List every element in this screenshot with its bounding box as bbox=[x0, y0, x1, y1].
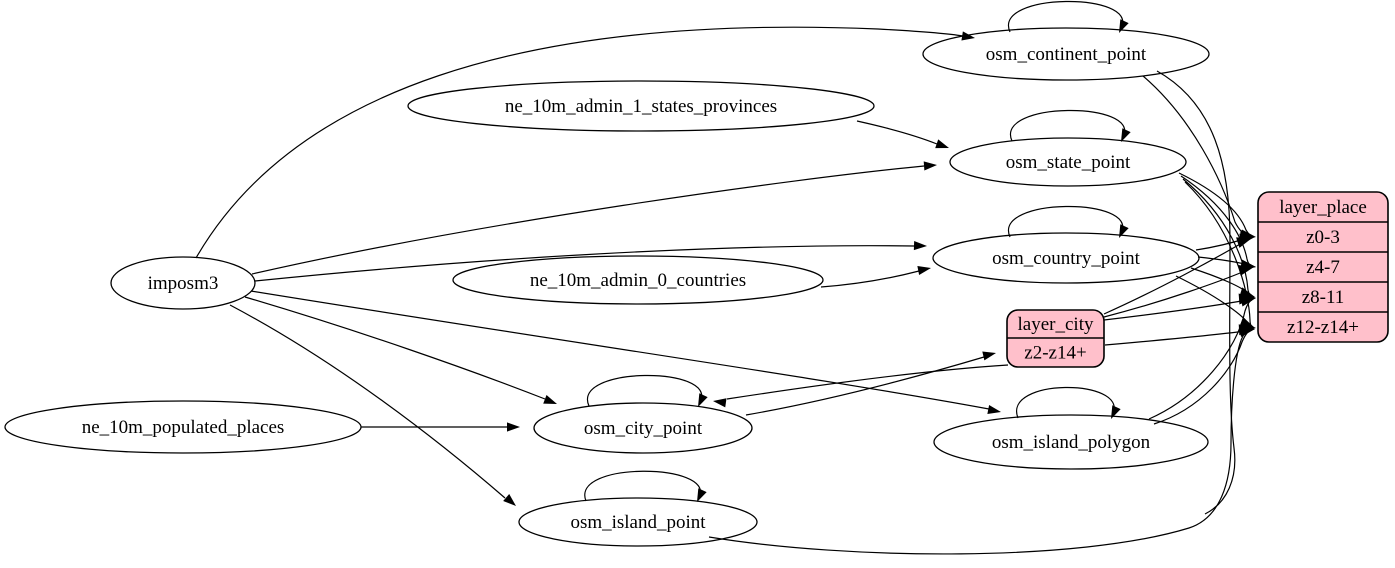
node-osm_city_point bbox=[533, 402, 753, 454]
edge-imposm3--osm_continent_point bbox=[195, 26, 964, 259]
record-row-layer_place-z8-11: z8-11 bbox=[1302, 287, 1345, 308]
arrowhead-layer_place.z0-3 bbox=[1236, 237, 1252, 248]
node-label-osm_island_point: osm_island_point bbox=[570, 512, 706, 533]
node-label-osm_continent_point: osm_continent_point bbox=[986, 44, 1147, 65]
edge-layer_city--layer_place.z12-z14+ bbox=[1104, 330, 1247, 346]
edge-layer_city--layer_place.z0-3 bbox=[1103, 242, 1243, 315]
edge-layer_city--osm_city_point bbox=[726, 364, 1009, 400]
node-osm_island_polygon bbox=[933, 414, 1209, 470]
edge-osm_island_polygon--layer_place.z8-11 bbox=[1148, 299, 1253, 420]
self-loop-arrowhead-osm_island_point bbox=[697, 488, 707, 502]
arrowhead-osm_island_point bbox=[503, 493, 516, 506]
node-osm_state_point bbox=[949, 137, 1187, 187]
edge-osm_island_point--layer_place.z12-z14+ bbox=[708, 329, 1252, 555]
self-loop-arrowhead-osm_island_polygon bbox=[1111, 405, 1121, 419]
node-label-ne_10m_admin_0_countries: ne_10m_admin_0_countries bbox=[530, 270, 746, 291]
arrowhead-osm_country_point bbox=[917, 265, 931, 275]
arrowhead-osm_city_point bbox=[507, 422, 520, 432]
node-osm_continent_point bbox=[922, 27, 1210, 81]
arrowhead-layer_place.z12-z14+ bbox=[1239, 325, 1255, 337]
node-label-ne_10m_admin_1_states_provinces: ne_10m_admin_1_states_provinces bbox=[505, 96, 777, 117]
arrowhead-osm_island_polygon bbox=[987, 405, 1001, 415]
arrowhead-osm_continent_point bbox=[961, 31, 975, 41]
edge-osm_city_point--layer_city.z2-z14+ bbox=[745, 356, 985, 416]
self-loop-osm_city_point bbox=[586, 374, 703, 407]
self-loop-osm_continent_point bbox=[1007, 0, 1124, 33]
node-shapes bbox=[4, 27, 1389, 547]
self-loop-arrowhead-osm_country_point bbox=[1119, 224, 1129, 238]
edge-imposm3--osm_city_point bbox=[244, 296, 546, 400]
record-row-layer_place-z4-7: z4-7 bbox=[1306, 257, 1340, 278]
edge-osm_continent_point--layer_place.z12-z14+ bbox=[1156, 70, 1236, 515]
edges bbox=[195, 0, 1256, 555]
record-header-layer_place: layer_place bbox=[1279, 197, 1367, 218]
node-labels: imposm3 ne_10m_populated_places ne_10m_adm… bbox=[82, 44, 1367, 533]
node-ne_10m_admin_1_states_provinces bbox=[407, 80, 875, 132]
node-label-imposm3: imposm3 bbox=[148, 273, 219, 294]
arrowhead-osm_city_point bbox=[713, 398, 727, 408]
edge-ne_10m_admin_1_states_provinces--osm_state_point bbox=[856, 120, 938, 145]
edge-layer_city--layer_place.z4-7 bbox=[1103, 270, 1246, 318]
arrowhead-layer_city.z2-z14+ bbox=[982, 351, 996, 361]
node-label-osm_island_polygon: osm_island_polygon bbox=[992, 432, 1151, 453]
node-osm_country_point bbox=[932, 232, 1200, 284]
record-row-layer_city-z2-z14+: z2-z14+ bbox=[1024, 343, 1086, 364]
node-label-osm_state_point: osm_state_point bbox=[1006, 152, 1131, 173]
edge-imposm3--osm_island_polygon bbox=[250, 290, 990, 410]
self-loop-osm_state_point bbox=[1009, 109, 1126, 142]
self-loop-osm_country_point bbox=[1007, 205, 1124, 238]
self-loop-arrowhead-osm_continent_point bbox=[1119, 19, 1129, 33]
arrowhead-osm_state_point bbox=[935, 139, 949, 149]
record-layer_place bbox=[1257, 191, 1389, 343]
node-label-ne_10m_populated_places: ne_10m_populated_places bbox=[82, 417, 285, 438]
record-row-layer_place-z12-z14+: z12-z14+ bbox=[1287, 317, 1359, 338]
record-row-layer_place-z0-3: z0-3 bbox=[1306, 227, 1340, 248]
node-imposm3 bbox=[110, 256, 256, 310]
record-header-layer_city: layer_city bbox=[1018, 314, 1094, 335]
self-loop-osm_island_point bbox=[584, 470, 701, 502]
arrowhead-osm_state_point bbox=[923, 161, 937, 171]
edge-layer_city--layer_place.z8-11 bbox=[1103, 299, 1247, 321]
node-label-osm_city_point: osm_city_point bbox=[584, 418, 703, 439]
edge-imposm3--osm_country_point bbox=[254, 245, 915, 282]
edge-imposm3--osm_island_point bbox=[229, 304, 506, 499]
edge-imposm3--osm_state_point bbox=[251, 165, 925, 275]
arrowhead-osm_country_point bbox=[913, 240, 927, 251]
node-osm_island_point bbox=[518, 497, 758, 547]
arrowhead-layer_place.z4-7 bbox=[1238, 265, 1254, 276]
node-label-osm_country_point: osm_country_point bbox=[992, 248, 1140, 269]
arrowhead-osm_city_point bbox=[543, 395, 557, 404]
arrowhead-layer_place.z8-11 bbox=[1240, 295, 1256, 307]
self-loop-arrowhead-osm_state_point bbox=[1121, 128, 1131, 142]
self-loop-arrowhead-osm_city_point bbox=[698, 393, 708, 407]
node-ne_10m_admin_0_countries bbox=[452, 255, 824, 305]
self-loop-osm_island_polygon bbox=[1016, 386, 1115, 419]
edge-ne_10m_admin_0_countries--osm_country_point bbox=[820, 270, 920, 288]
